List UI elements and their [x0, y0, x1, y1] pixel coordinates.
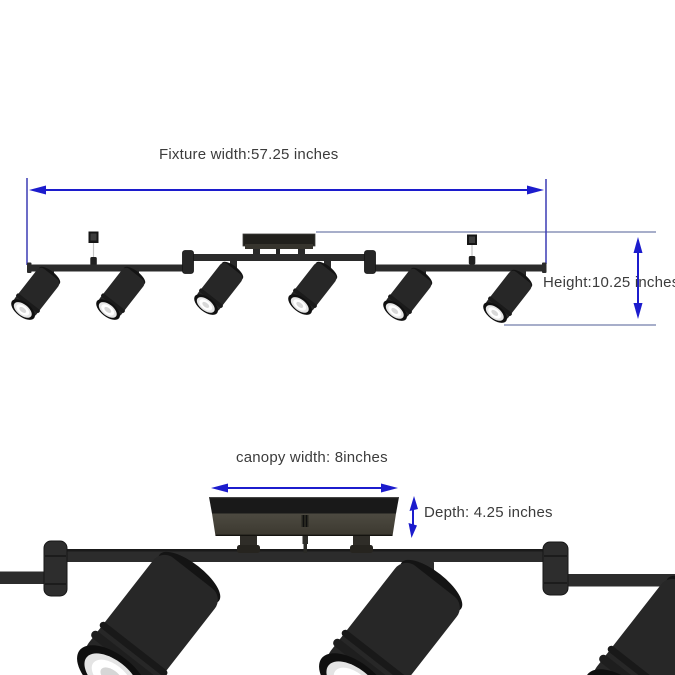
fixture-width-label: Fixture width:57.25 inches	[159, 146, 339, 163]
spotlight-head-4	[288, 261, 338, 315]
arrowhead-right	[381, 483, 398, 493]
arrowhead-down	[633, 303, 643, 319]
canopy-stem	[298, 247, 305, 255]
track-bar-closeup	[0, 540, 675, 597]
swivel-joint-right	[542, 541, 569, 596]
arrowhead-up	[633, 237, 643, 253]
arrowhead-left	[211, 483, 228, 493]
canopy-top-face	[209, 497, 399, 514]
mounting-point-right	[467, 234, 477, 265]
canopy-width-arrow	[211, 483, 398, 493]
spotlight-head-1	[11, 266, 61, 320]
end-arm-left	[0, 571, 46, 584]
width-dimension-arrow	[26, 178, 547, 265]
canopy-width-label: canopy width: 8inches	[236, 449, 388, 466]
arrowhead-down	[408, 523, 417, 538]
canopy	[242, 233, 316, 256]
arrowhead-left	[29, 185, 46, 195]
end-arm-right	[566, 574, 675, 587]
fixture-height-label: Height:10.25 inches	[543, 274, 675, 291]
spotlight-head-2	[96, 266, 146, 320]
spotlight-head-6	[483, 269, 533, 323]
track-bar	[27, 250, 547, 274]
depth-arrow	[408, 496, 418, 538]
mounting-point-left	[88, 231, 99, 266]
swivel-joint	[182, 250, 194, 274]
spotlight-head-closeup-2	[319, 559, 463, 675]
canopy-depth-label: Depth: 4.25 inches	[424, 504, 553, 521]
canopy-screw	[276, 247, 280, 256]
spotlight-head-closeup-3	[585, 575, 675, 675]
canopy-screw-slot	[301, 515, 309, 527]
canopy-screw-tail	[302, 534, 308, 544]
arrowhead-up	[409, 496, 418, 511]
swivel-joint-left	[43, 540, 68, 597]
swivel-joint	[364, 250, 376, 274]
top-view	[11, 178, 656, 326]
spotlight-head-closeup-1	[77, 551, 221, 675]
bottom-view	[0, 483, 675, 675]
arrowhead-right	[527, 185, 544, 195]
spotlight-head-3	[194, 261, 244, 315]
spotlight-head-5	[383, 267, 433, 321]
canopy-closeup	[209, 497, 399, 553]
track-end-cap	[542, 262, 547, 273]
height-dimension-arrow	[633, 237, 643, 319]
canopy-stem	[253, 247, 260, 255]
